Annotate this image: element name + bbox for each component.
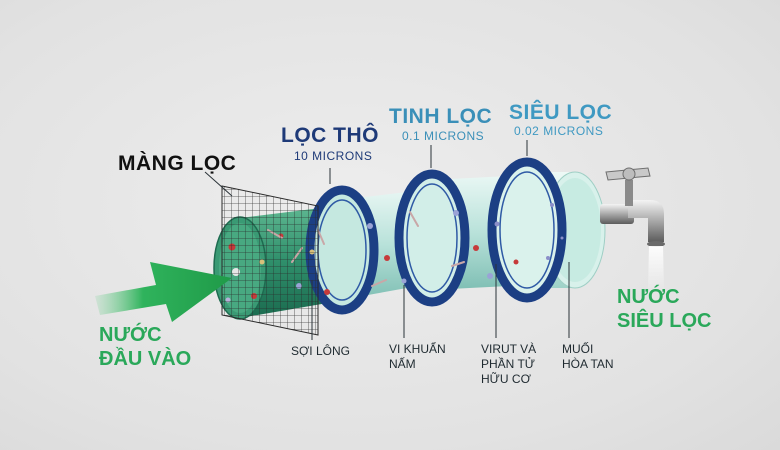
removed-bacteria-line2: NẤM: [389, 357, 416, 371]
removed-virus: VIRUT VÀ PHẦN TỬ HỮU CƠ: [481, 342, 536, 387]
stage-fine-title: TINH LỌC: [389, 105, 493, 128]
removed-salts-line2: HÒA TAN: [562, 357, 614, 371]
removed-fibers: SỢI LÔNG: [291, 344, 350, 359]
stage-coarse-title: LỌC THÔ: [281, 124, 379, 147]
input-water-line1: NƯỚC: [99, 324, 162, 346]
output-water-line2: SIÊU LỌC: [617, 310, 712, 332]
coarse-filter-ring: [305, 185, 379, 315]
mesh-membrane: [221, 185, 319, 336]
water-stream: [648, 246, 664, 293]
output-water-line1: NƯỚC: [617, 286, 680, 308]
inlet-arrow-icon: [95, 262, 232, 322]
removed-fibers-line1: SỢI LÔNG: [291, 344, 350, 358]
removed-virus-line2: PHẦN TỬ: [481, 357, 536, 371]
stage-coarse-sub: 10 MICRONS: [294, 149, 373, 163]
callout-lines: [204, 140, 570, 340]
faucet-icon: [600, 167, 665, 247]
removed-bacteria-line1: VI KHUẨN: [389, 342, 446, 356]
ultra-filter-ring: [487, 157, 567, 303]
stage-fine-sub: 0.1 MICRONS: [402, 129, 485, 143]
removed-virus-line1: VIRUT VÀ: [481, 342, 537, 356]
output-water-label: NƯỚC SIÊU LỌC: [617, 285, 711, 333]
removed-virus-line3: HỮU CƠ: [481, 372, 531, 386]
removed-bacteria: VI KHUẨN NẤM: [389, 342, 446, 372]
stage-ultra-sub: 0.02 MICRONS: [514, 124, 604, 138]
input-water-line2: ĐẦU VÀO: [99, 348, 192, 370]
stage-ultra-title: SIÊU LỌC: [509, 101, 613, 124]
input-water-label: NƯỚC ĐẦU VÀO: [99, 323, 191, 371]
removed-salts: MUỐI HÒA TAN: [562, 342, 614, 372]
removed-salts-line1: MUỐI: [562, 342, 594, 356]
membrane-title: MÀNG LỌC: [118, 152, 237, 175]
fine-filter-ring: [394, 169, 470, 307]
